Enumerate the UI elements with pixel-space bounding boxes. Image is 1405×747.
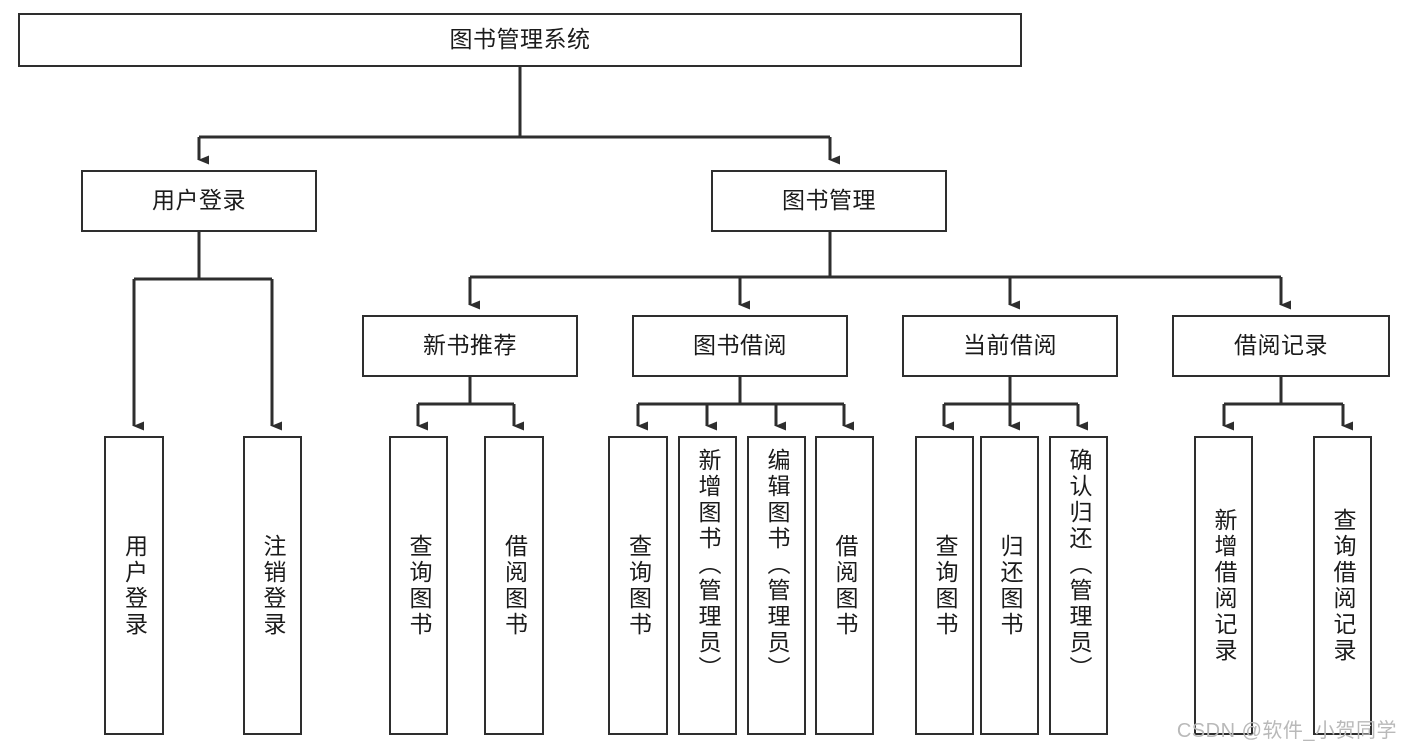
node-label: 图书借阅 <box>693 332 787 359</box>
node-label: 新增图书（管理员） <box>695 448 721 682</box>
node-level3-current-borrow[interactable]: 当前借阅 <box>902 315 1118 377</box>
node-label: 用户登录 <box>152 187 246 214</box>
watermark: CSDN @软件_小贺同学 <box>1176 720 1397 742</box>
node-leaf-borrow-book-recommend[interactable]: 借阅图书 <box>484 436 544 735</box>
node-leaf-confirm-return-admin[interactable]: 确认归还（管理员） <box>1049 436 1108 735</box>
node-label: 图书管理 <box>782 187 876 214</box>
node-label: 查询图书 <box>406 533 432 638</box>
node-label: 借阅图书 <box>501 533 528 638</box>
node-root[interactable]: 图书管理系统 <box>18 13 1022 67</box>
node-label: 编辑图书（管理员） <box>764 448 790 682</box>
node-label: 借阅记录 <box>1234 332 1328 359</box>
node-leaf-logout-login[interactable]: 注销登录 <box>243 436 302 735</box>
node-leaf-borrow-book[interactable]: 借阅图书 <box>815 436 874 735</box>
node-label: 查询图书 <box>625 533 652 638</box>
node-label: 确认归还（管理员） <box>1066 448 1092 682</box>
node-level3-book-borrow[interactable]: 图书借阅 <box>632 315 848 377</box>
node-label: 图书管理系统 <box>449 26 591 53</box>
node-label: 用户登录 <box>121 533 148 638</box>
node-level3-borrow-record[interactable]: 借阅记录 <box>1172 315 1390 377</box>
node-label: 归还图书 <box>997 533 1023 638</box>
node-label: 查询借阅记录 <box>1330 507 1356 664</box>
node-leaf-query-book-recommend[interactable]: 查询图书 <box>389 436 448 735</box>
node-leaf-user-login[interactable]: 用户登录 <box>104 436 164 735</box>
node-label: 注销登录 <box>260 533 286 638</box>
node-label: 查询图书 <box>932 533 958 638</box>
node-level2-user-login[interactable]: 用户登录 <box>81 170 317 232</box>
node-leaf-add-borrow-record[interactable]: 新增借阅记录 <box>1194 436 1253 735</box>
node-level2-book-management[interactable]: 图书管理 <box>711 170 947 232</box>
node-leaf-query-book-borrow[interactable]: 查询图书 <box>608 436 668 735</box>
node-level3-new-book-recommend[interactable]: 新书推荐 <box>362 315 578 377</box>
node-label: 当前借阅 <box>963 332 1057 359</box>
node-leaf-query-borrow-record[interactable]: 查询借阅记录 <box>1313 436 1372 735</box>
node-leaf-return-book[interactable]: 归还图书 <box>980 436 1039 735</box>
node-leaf-query-book-current[interactable]: 查询图书 <box>915 436 974 735</box>
node-label: 新增借阅记录 <box>1211 507 1237 664</box>
node-leaf-add-book-admin[interactable]: 新增图书（管理员） <box>678 436 737 735</box>
node-label: 借阅图书 <box>832 533 858 638</box>
node-leaf-edit-book-admin[interactable]: 编辑图书（管理员） <box>747 436 806 735</box>
node-label: 新书推荐 <box>423 332 517 359</box>
